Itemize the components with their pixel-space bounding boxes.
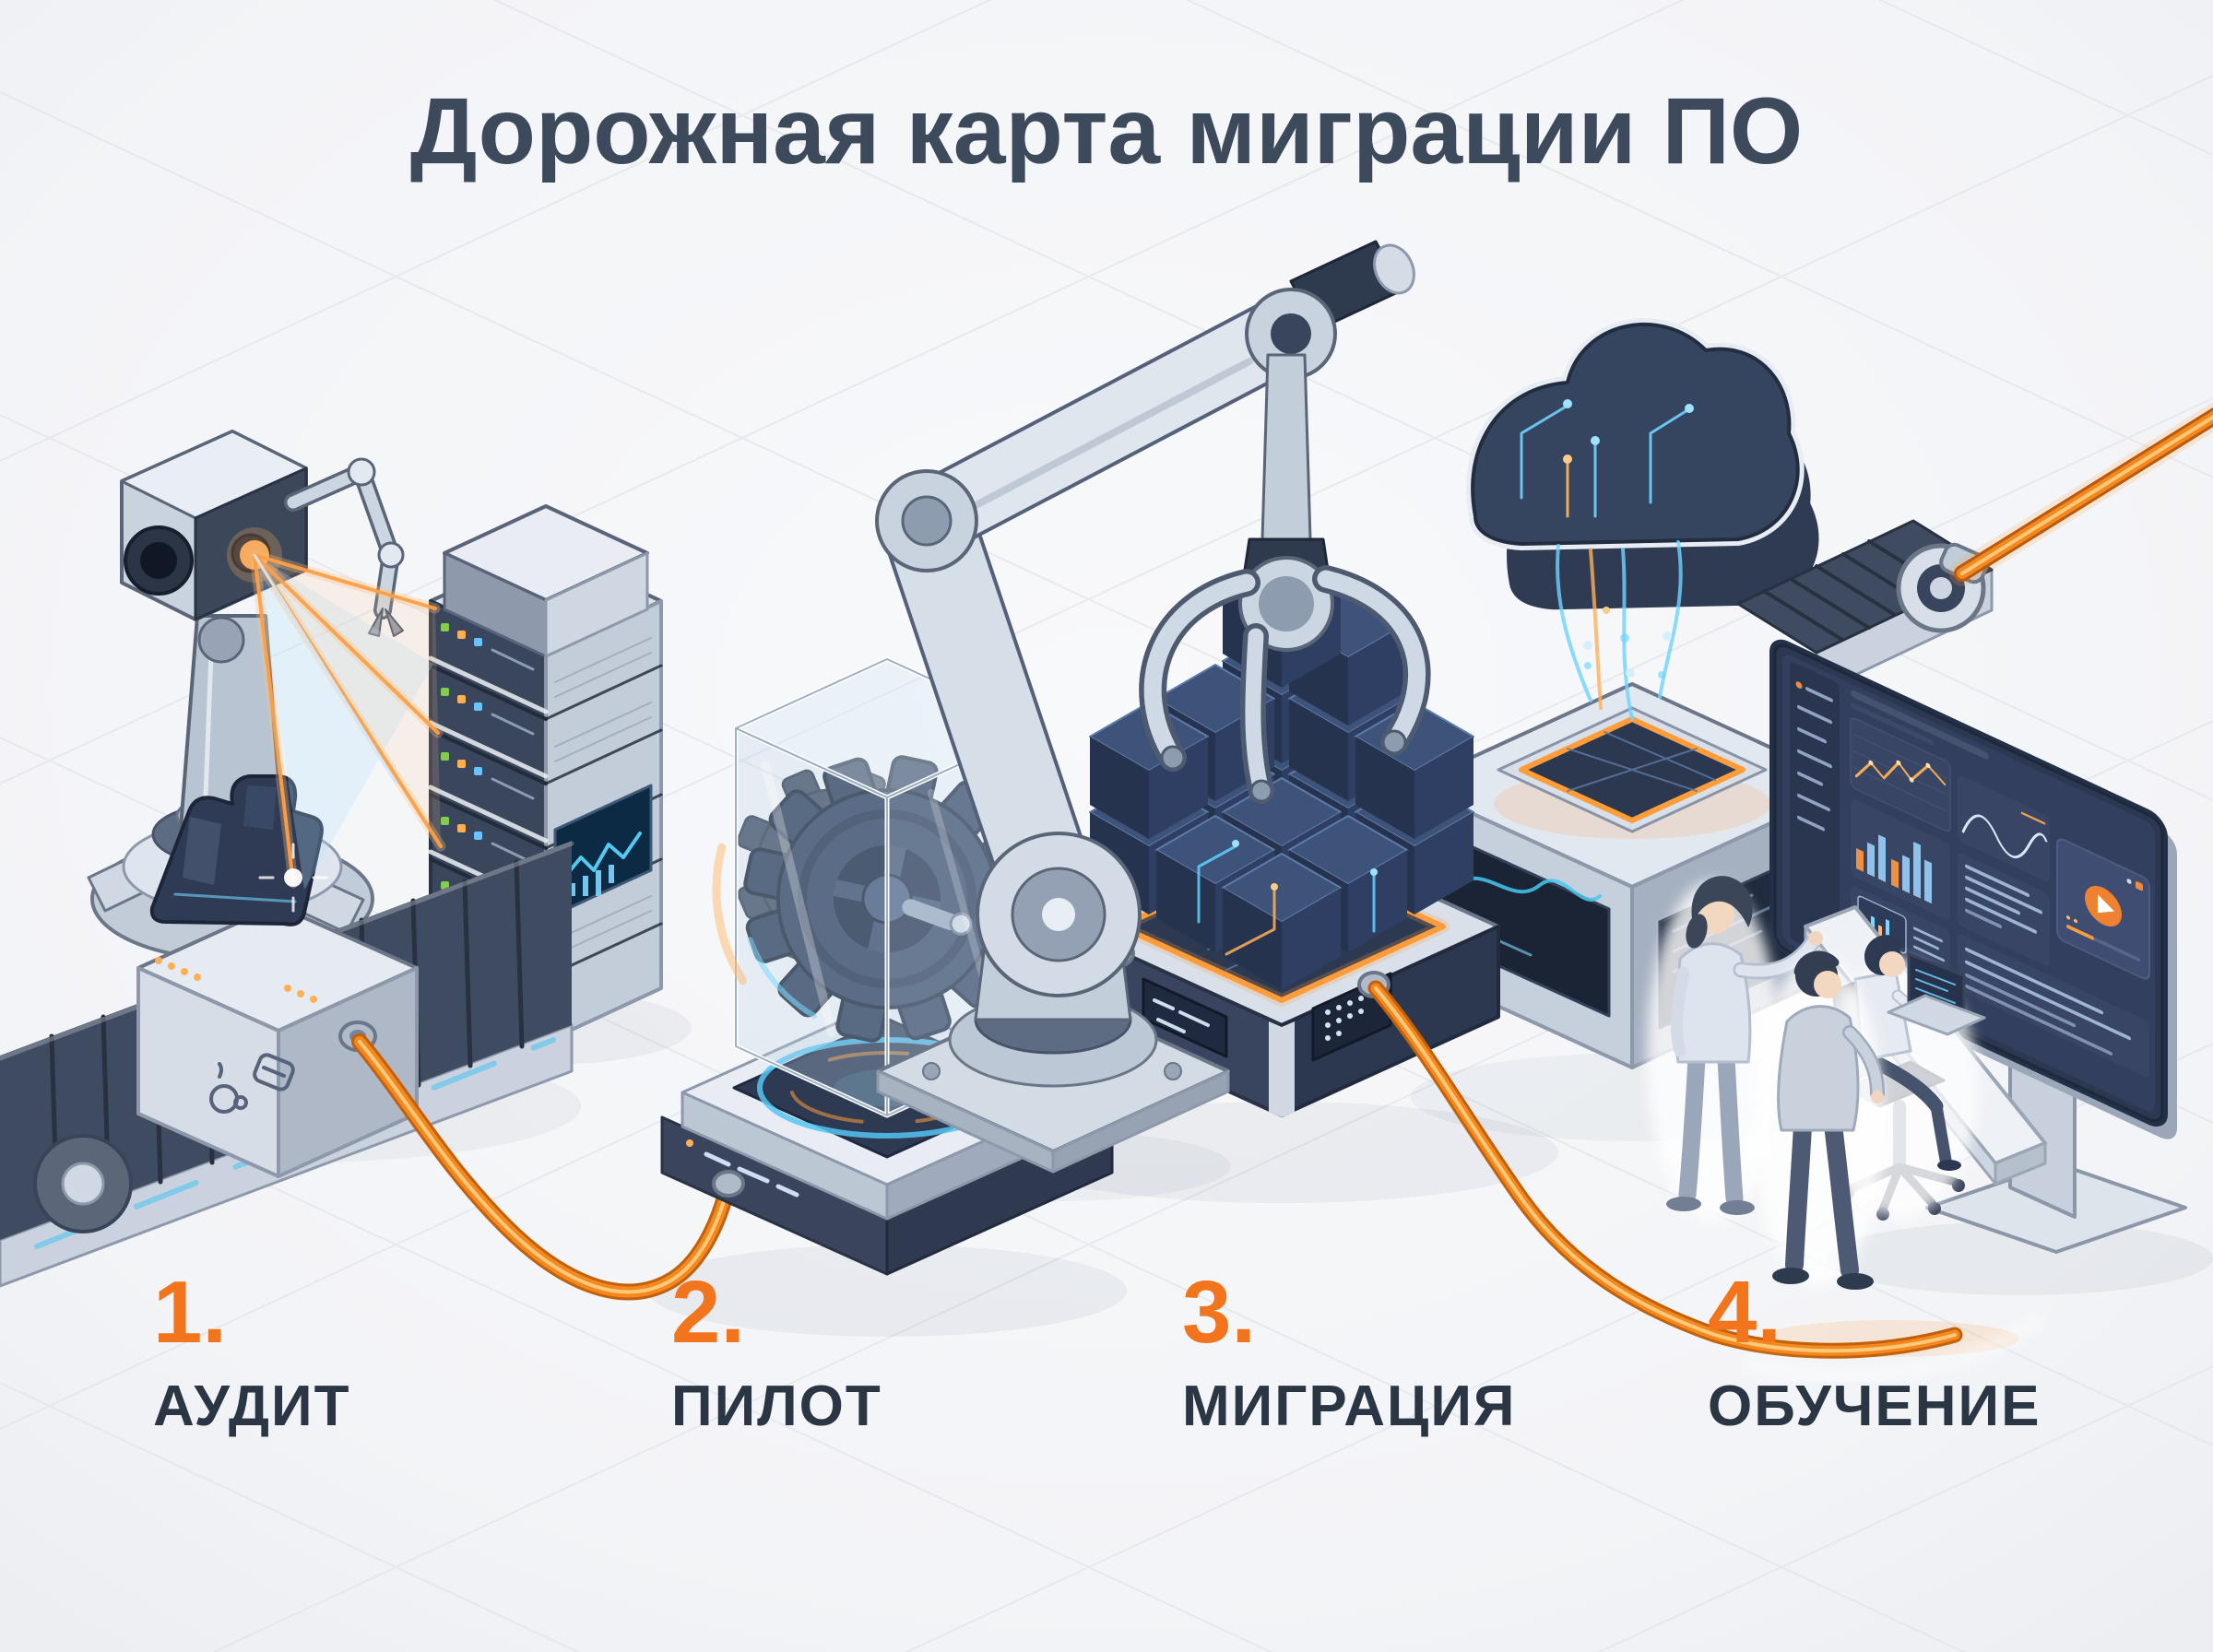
audit-station xyxy=(0,430,663,1288)
cable-audit-to-pilot xyxy=(351,1033,735,1301)
dashboard-bar-chart xyxy=(1851,799,1950,920)
stage-1: 1. АУДИТ xyxy=(153,1268,350,1439)
page-title: Дорожная карта миграции ПО xyxy=(409,78,1804,183)
laptop xyxy=(1887,952,1986,1036)
migration-station xyxy=(875,240,1500,1174)
dashboard-line-chart xyxy=(1850,717,1951,832)
dashboard-sidebar xyxy=(1790,662,1840,961)
stage-3-name: МИГРАЦИЯ xyxy=(1182,1375,1517,1438)
scanner-robot-arm xyxy=(284,457,405,637)
card-icon xyxy=(253,1053,295,1092)
dashboard-video-panel xyxy=(2056,838,2150,980)
dashboard-text-panel xyxy=(1958,853,2050,966)
belt-head-unit xyxy=(136,774,419,1178)
scanned-part xyxy=(149,774,324,926)
stage-1-name: АУДИТ xyxy=(153,1375,351,1438)
scan-sparkle xyxy=(258,843,328,913)
stage-4-name: ОБУЧЕНИЕ xyxy=(1708,1375,2041,1438)
output-conveyor xyxy=(1736,401,2213,695)
cable-port xyxy=(712,1170,745,1198)
cloud-upload xyxy=(1466,318,1819,610)
stage-2-number: 2. xyxy=(671,1263,746,1362)
stage-1-number: 1. xyxy=(153,1263,228,1362)
scan-beams xyxy=(249,549,446,913)
dashboard-footer-panel xyxy=(1958,934,2149,1078)
cable-to-corner xyxy=(1949,401,2213,586)
stage-4: 4. ОБУЧЕНИЕ xyxy=(1708,1268,2041,1439)
stage-2: 2. ПИЛОТ xyxy=(671,1268,882,1439)
stage-2-name: ПИЛОТ xyxy=(671,1375,882,1438)
chip-icon xyxy=(1494,607,1770,839)
stage-3: 3. МИГРАЦИЯ xyxy=(1182,1268,1516,1439)
stage-4-number: 4. xyxy=(1708,1263,1782,1362)
stage-3-number: 3. xyxy=(1182,1263,1257,1362)
claw-gripper xyxy=(1139,556,1431,804)
training-station xyxy=(1647,639,2187,1290)
data-streams xyxy=(1556,540,1683,721)
cloud-icon xyxy=(1466,318,1819,610)
dashboard-wave-chart xyxy=(1958,775,2050,881)
cable-migration-to-training xyxy=(1367,980,2044,1383)
cup-icon xyxy=(209,1062,248,1114)
presenter-figure xyxy=(1647,876,1823,1221)
trainee-figure xyxy=(1754,950,1885,1290)
robotic-arm xyxy=(875,240,1431,997)
data-cube-cluster xyxy=(1089,550,1474,991)
